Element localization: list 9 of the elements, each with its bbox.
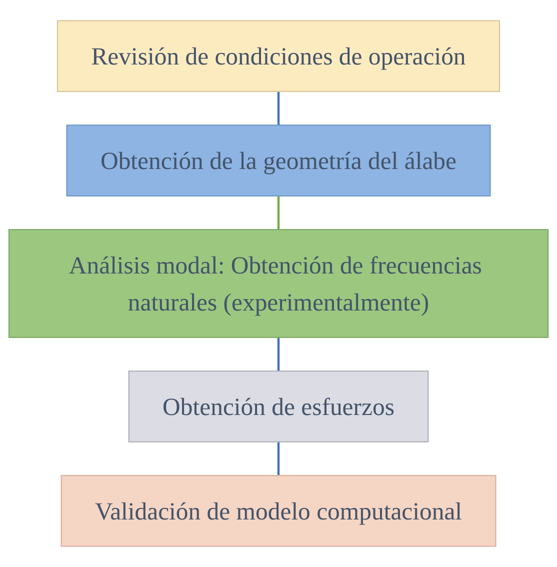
- connector: [277, 337, 280, 372]
- connector: [277, 442, 280, 476]
- node-box: Revisión de condiciones de operación: [56, 20, 500, 92]
- node-box: Obtención de la geometría del álabe: [66, 124, 491, 196]
- node-box: Obtención de esfuerzos: [128, 370, 429, 442]
- node-box: Análisis modal: Obtención de frecuencias naturales (experimentalmente): [8, 229, 549, 338]
- connector: [277, 196, 280, 230]
- connector: [277, 91, 280, 126]
- node-box: Validación de modelo computacional: [60, 474, 496, 547]
